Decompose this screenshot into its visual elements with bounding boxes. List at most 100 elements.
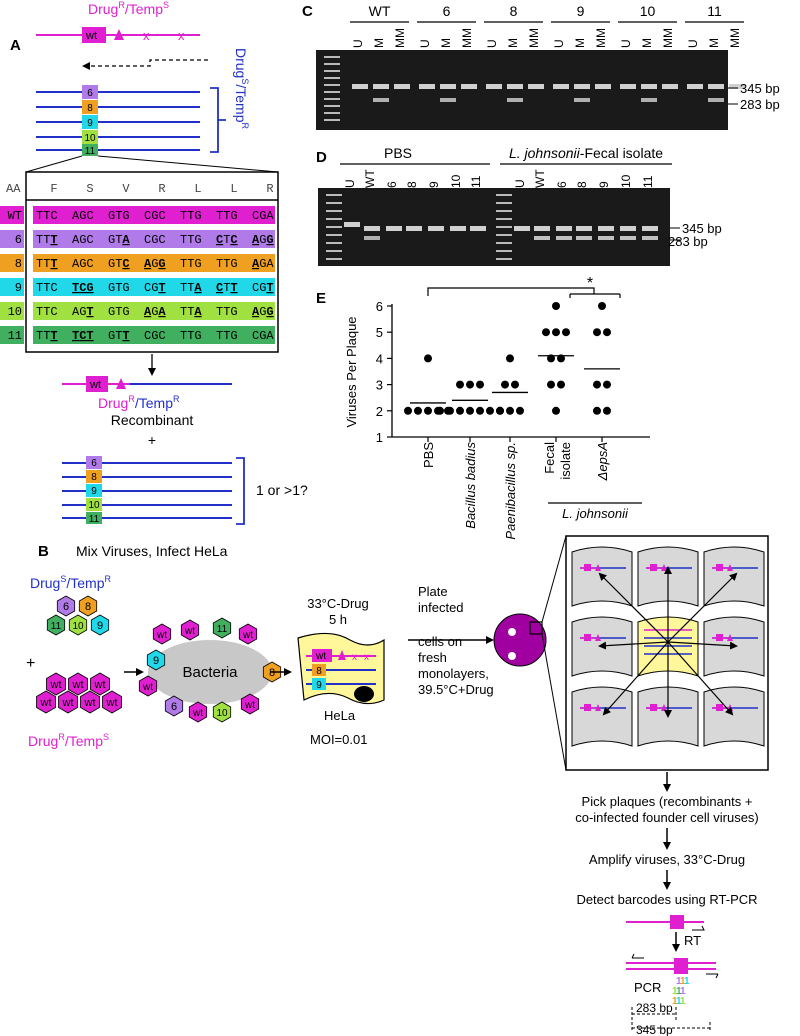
- recombination-arrow: [82, 59, 208, 70]
- gel-d-345-label: 345 bp: [682, 221, 722, 236]
- gel-c-band-345: [461, 84, 477, 89]
- data-point: [603, 406, 611, 415]
- svg-text:1: 1: [672, 986, 678, 997]
- virus-hexagon: 6: [164, 695, 184, 717]
- recombinant-wt-box: [86, 376, 108, 392]
- data-point: [593, 406, 601, 415]
- drugs-tempr-vertical-label: DrugS/TempR: [233, 48, 250, 130]
- svg-text:wt: wt: [50, 679, 62, 691]
- codon: CGT: [252, 281, 274, 295]
- gel-c-lane-label: M: [372, 38, 386, 48]
- svg-text:6: 6: [87, 88, 93, 99]
- plaque-1: [508, 628, 516, 636]
- codon: TCG: [72, 281, 94, 295]
- codon: AGG: [252, 233, 274, 247]
- codon: GTT: [108, 329, 130, 343]
- virus-hexagon: wt: [58, 690, 78, 714]
- recombinant-triangle: [116, 378, 126, 389]
- gel-d-band-283: [576, 236, 592, 240]
- rt-label: RT: [684, 933, 701, 948]
- virus-hexagon: wt: [68, 672, 88, 696]
- step-pick-plaques-2: co-infected founder cell viruses): [575, 810, 759, 825]
- svg-text:1: 1: [680, 986, 686, 997]
- gel-d-ladder-band: [326, 258, 342, 260]
- codon: TTG: [180, 257, 202, 271]
- svg-text:9: 9: [87, 118, 93, 129]
- data-point: [501, 380, 509, 389]
- gel-d-johnsonii-label: L. johnsonii-Fecal isolate: [509, 145, 663, 161]
- data-point: [516, 406, 524, 415]
- svg-text:6: 6: [91, 458, 97, 469]
- data-point: [424, 406, 432, 415]
- gel-d-band-345: [470, 226, 486, 231]
- zoom-line-right: [97, 155, 279, 173]
- codon: TTG: [216, 257, 238, 271]
- step-detect: Detect barcodes using RT-PCR: [576, 892, 757, 907]
- panel-d-letter: D: [316, 149, 327, 166]
- svg-text:1: 1: [672, 996, 678, 1007]
- moi-label: MOI=0.01: [310, 732, 367, 747]
- data-point: [511, 380, 519, 389]
- svg-text:1: 1: [684, 976, 690, 987]
- codon: AGA: [144, 305, 166, 319]
- gel-d-ladder-band: [496, 210, 512, 212]
- infected-cell: [703, 616, 765, 677]
- gel-c-lane-label: M: [707, 38, 721, 48]
- gel-d-band-345: [576, 226, 592, 231]
- gel-d-band-345: [620, 226, 636, 231]
- step-amplify: Amplify viruses, 33°C-Drug: [589, 852, 745, 867]
- pcr-label: PCR: [634, 980, 661, 995]
- data-point: [552, 406, 560, 415]
- codon: TTG: [180, 233, 202, 247]
- gel-d-band-345: [514, 226, 530, 231]
- virus-hexagon: 6: [56, 595, 76, 617]
- codon: TTC: [36, 281, 58, 295]
- codon: TTG: [216, 329, 238, 343]
- codon: CGC: [144, 329, 166, 343]
- plus-sign-a: +: [148, 432, 156, 448]
- gel-c-group-label: 11: [707, 3, 722, 19]
- gel-d-lane-label: 6: [555, 181, 569, 188]
- gel-c-band-345: [708, 84, 724, 89]
- pcr-barcode-stack: 111 111 111: [672, 976, 690, 1007]
- gel-c-band-283: [574, 98, 590, 102]
- plate-instruction-line: cells on: [418, 634, 462, 649]
- svg-text:10: 10: [72, 621, 84, 632]
- barcoded-genomes: 6 8 9 10 11: [36, 85, 200, 157]
- gel-c-ladder-band: [324, 91, 340, 93]
- wt-barcode-box: [82, 27, 106, 43]
- gel-c-band-283: [641, 98, 657, 102]
- svg-text:6: 6: [171, 701, 177, 713]
- gel-d-lane-label: 11: [641, 175, 655, 188]
- drug-marker-triangle: [114, 29, 124, 40]
- svg-text:9: 9: [97, 620, 103, 632]
- gel-c-ladder-band: [324, 105, 340, 107]
- virus-hexagon: 11: [46, 614, 66, 636]
- gel-c-ladder-band: [324, 98, 340, 100]
- gel-c-lane-label: MM: [393, 28, 407, 48]
- gel-d-ladder-band: [496, 234, 512, 236]
- gel-c-lane-label: U: [552, 39, 566, 48]
- gel-c-345-label: 345 bp: [740, 81, 780, 96]
- svg-text:wt: wt: [106, 697, 118, 709]
- codon: TTG: [180, 209, 202, 223]
- gel-c-lane-label: U: [686, 39, 700, 48]
- gel-d-band-283: [364, 236, 380, 240]
- gel-c-lane-label: MM: [728, 28, 742, 48]
- gel-c-band-345: [620, 84, 636, 89]
- gel-c-lane-label: U: [418, 39, 432, 48]
- panel-e-letter: E: [316, 290, 326, 307]
- codon: CGA: [252, 329, 274, 343]
- gel-d-ladder-band: [496, 194, 512, 196]
- gel-c-band-283: [373, 98, 389, 102]
- row-label: WT: [8, 209, 22, 223]
- row-label: 9: [15, 281, 22, 295]
- svg-text:wt: wt: [40, 697, 52, 709]
- temp-drug-label: 33°C-Drug: [307, 596, 369, 611]
- data-point: [424, 354, 432, 363]
- step-pick-plaques-1: Pick plaques (recombinants +: [582, 794, 753, 809]
- amino-acid: S: [86, 182, 93, 196]
